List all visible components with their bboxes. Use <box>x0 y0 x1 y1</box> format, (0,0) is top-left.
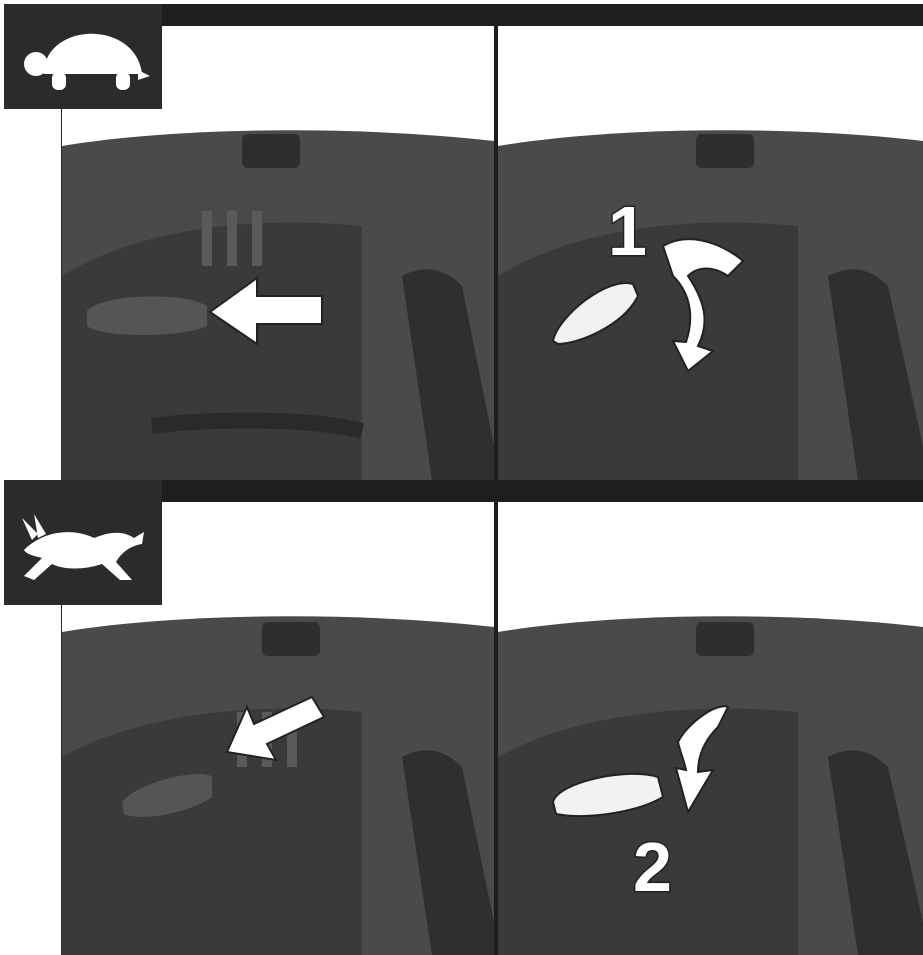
hammer-drill-illustration <box>62 502 494 955</box>
hammer-drill-illustration <box>498 26 923 480</box>
step-number-2: 2 <box>633 832 672 902</box>
tool-panel-top-right: 1 <box>498 26 923 480</box>
tool-panel-bottom-left <box>62 502 494 955</box>
tool-panel-top-left <box>62 26 494 480</box>
hammer-drill-illustration <box>498 502 923 955</box>
tool-panel-bottom-right: 2 <box>498 502 923 955</box>
step-number-1: 1 <box>608 196 647 266</box>
hammer-drill-illustration <box>62 26 494 480</box>
